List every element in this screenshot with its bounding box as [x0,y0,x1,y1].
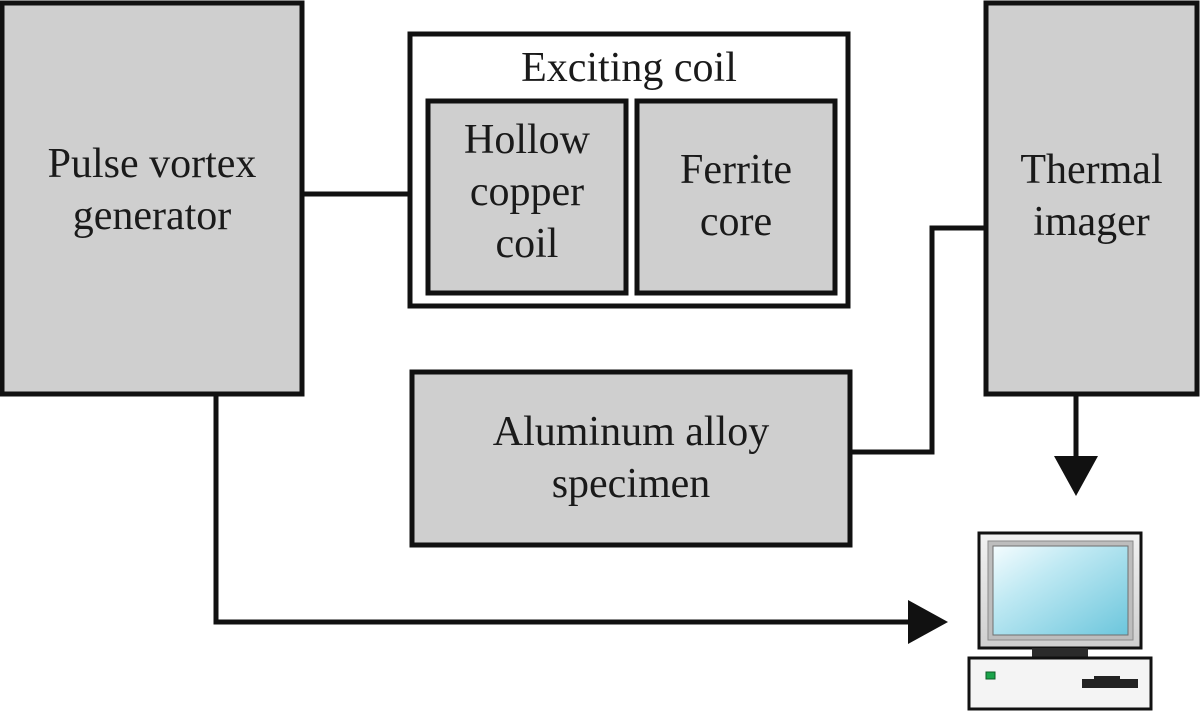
hollow-copper-coil-label: Hollow copper coil [428,114,626,270]
hollow-copper-coil-line1: Hollow [464,117,590,163]
aluminum-alloy-specimen-label: Aluminum alloy specimen [412,406,850,510]
aluminum-alloy-specimen-line2: specimen [551,461,711,507]
ferrite-core-line2: core [699,199,773,245]
aluminum-alloy-specimen-line1: Aluminum alloy [492,409,770,455]
pulse-vortex-generator-block [0,0,305,397]
arrowhead-down [1054,456,1098,496]
pulse-vortex-generator-line2: generator [72,193,232,239]
ferrite-core-block [634,98,838,296]
pulse-vortex-generator-line1: Pulse vortex [47,141,257,187]
hollow-copper-coil-line3: coil [495,221,559,267]
pulse-vortex-generator-label: Pulse vortex generator [2,138,302,242]
thermal-imager-line2: imager [1033,199,1150,245]
ferrite-core-line1: Ferrite [680,147,792,193]
arrowhead-right [908,600,948,644]
specimen-to-imager-connector [850,225,986,455]
ferrite-core-label: Ferrite core [637,144,835,248]
hollow-copper-coil-line2: copper [469,169,585,215]
exciting-coil-title: Exciting coil [521,45,737,91]
hollow-copper-coil-block [425,98,629,296]
thermal-imager-label: Thermal imager [986,144,1197,248]
thermal-imager-line1: Thermal [1020,147,1163,193]
thermal-imager-block [983,0,1200,397]
computer-icon [967,531,1153,711]
generator-to-computer-connector [213,394,912,625]
aluminum-alloy-specimen-block [409,369,853,548]
